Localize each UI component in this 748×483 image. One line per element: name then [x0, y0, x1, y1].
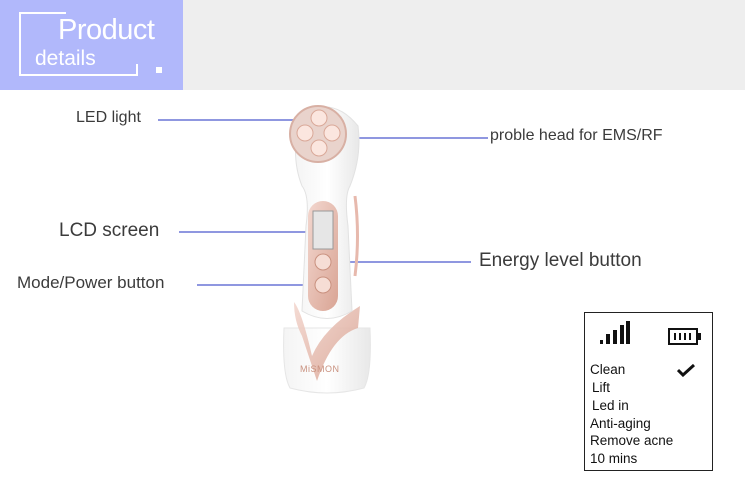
lcd-mode-remove-acne: Remove acne	[590, 433, 674, 448]
checkmark-icon	[677, 364, 695, 377]
lcd-display-panel: Clean Lift Led in Anti-aging Remove acne…	[584, 312, 713, 471]
badge-dot	[156, 67, 162, 73]
product-details-badge: Product details	[0, 0, 183, 90]
leader-led-light	[158, 119, 304, 121]
callout-led-light: LED light	[76, 109, 141, 126]
battery-icon	[668, 328, 701, 345]
lcd-timer: 10 mins	[590, 451, 638, 466]
brand-logo: MiSMON	[300, 364, 340, 374]
leader-probe-head	[343, 137, 488, 139]
badge-title: Product	[58, 14, 155, 46]
lcd-mode-lift: Lift	[592, 380, 611, 395]
beauty-device-illustration: MiSMON	[283, 105, 371, 394]
callout-lcd-screen: LCD screen	[59, 220, 160, 241]
badge-frame	[19, 12, 138, 76]
signal-bars-icon	[600, 321, 630, 344]
callout-mode-power-button: Mode/Power button	[17, 273, 165, 292]
leader-energy-button	[327, 261, 471, 263]
badge-subtitle: details	[35, 47, 96, 70]
lcd-mode-anti-aging: Anti-aging	[590, 416, 651, 431]
lcd-mode-clean: Clean	[590, 362, 626, 377]
leader-mode-power-button	[197, 284, 321, 286]
lcd-mode-led-in: Led in	[592, 398, 629, 413]
leader-lcd-screen	[179, 231, 319, 233]
callout-probe-head: proble head for EMS/RF	[490, 127, 663, 144]
callout-energy-button: Energy level button	[479, 250, 642, 271]
